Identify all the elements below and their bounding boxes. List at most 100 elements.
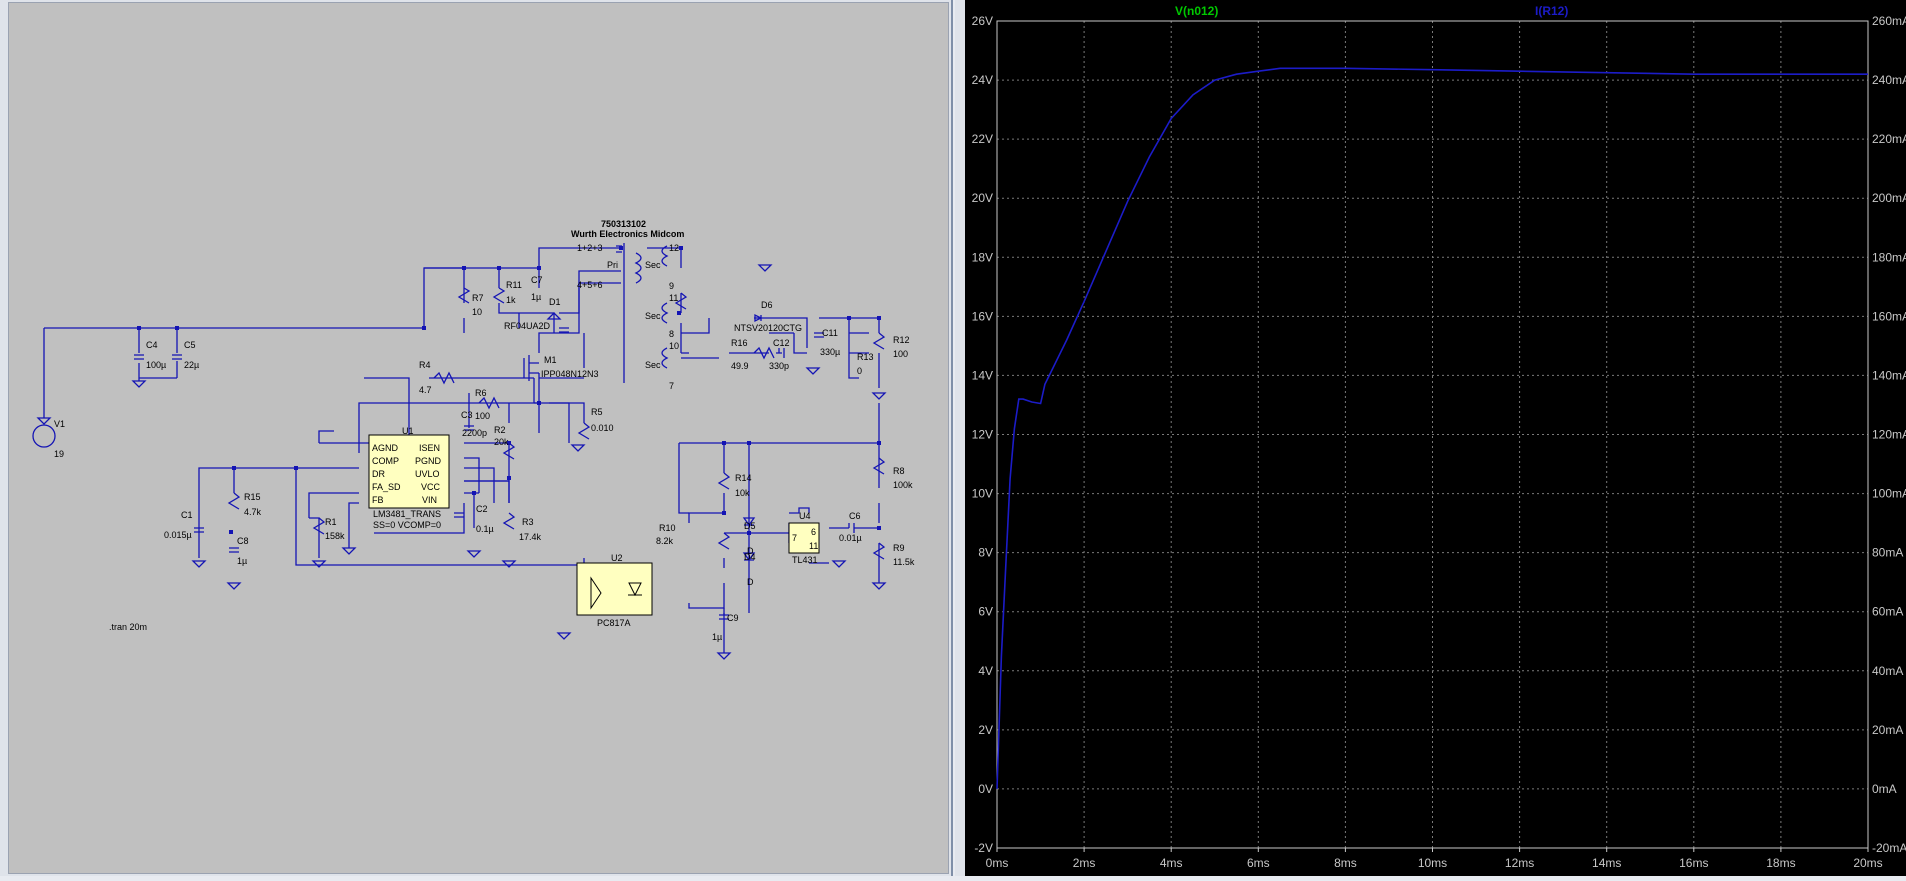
x-tick-label: 10ms (1418, 856, 1447, 870)
y-left-tick-label: 0V (978, 782, 993, 796)
y-left-tick-label: 24V (972, 73, 993, 87)
x-tick-label: 0ms (986, 856, 1009, 870)
u1-label: U1 (402, 426, 414, 436)
c1-value: 0.015µ (164, 530, 192, 540)
junctions (137, 246, 881, 535)
x-tick-label: 2ms (1073, 856, 1096, 870)
xfmr-pin-9: 9 (669, 281, 674, 291)
u1-pin-vcc: VCC (421, 482, 441, 492)
y-left-tick-label: 8V (978, 546, 993, 560)
y-right-tick-label: 180mA (1872, 250, 1906, 264)
schematic-canvas[interactable]: 750313102 Wurth Electronics Midcom 1+2+3… (8, 2, 949, 874)
c9-value: 1µ (712, 632, 722, 642)
y-left-tick-label: 6V (978, 605, 993, 619)
u2-label: U2 (611, 553, 623, 563)
y-left-tick-label: 2V (978, 723, 993, 737)
y-left-tick-label: 10V (972, 487, 993, 501)
c7-label: C7 (531, 275, 543, 285)
trace-line (996, 67, 1868, 789)
c3-value: 2200p (462, 428, 487, 438)
c11-value: 330µ (820, 347, 840, 357)
r6-label: R6 (475, 388, 487, 398)
c4-value: 100µ (146, 360, 166, 370)
trace-name-ir12[interactable]: I(R12) (1535, 4, 1568, 18)
r1-label: R1 (325, 517, 337, 527)
d4-label: D4 (744, 552, 756, 562)
y-right-tick-label: -20mA (1872, 841, 1906, 855)
y-right-tick-label: 20mA (1872, 723, 1903, 737)
u1-params: SS=0 VCOMP=0 (373, 520, 441, 530)
xfmr-sec2: Sec (645, 311, 661, 321)
d1-value: RF04UA2D (504, 321, 551, 331)
c7-value: 1µ (531, 292, 541, 302)
u4-pin-7: 7 (792, 533, 797, 543)
r3-label: R3 (522, 517, 534, 527)
r13-label: R13 (857, 352, 874, 362)
y-right-tick-label: 80mA (1872, 546, 1903, 560)
component-bodies (32, 243, 886, 620)
u1-pin-fasd: FA_SD (372, 482, 401, 492)
r12-value: 100 (893, 349, 908, 359)
c9-label: C9 (727, 613, 739, 623)
u4-label: U4 (799, 511, 811, 521)
y-right-tick-label: 220mA (1872, 132, 1906, 146)
r12-label: R12 (893, 335, 910, 345)
xfmr-pin-10: 10 (669, 341, 679, 351)
y-right-tick-label: 240mA (1872, 73, 1906, 87)
c12-label: C12 (773, 338, 790, 348)
r14-value: 10k (735, 488, 750, 498)
c6-value: 0.01µ (839, 533, 862, 543)
c5-label: C5 (184, 340, 196, 350)
r2-label: R2 (494, 425, 506, 435)
xfmr-part: 750313102 (601, 219, 646, 229)
r4-value: 4.7 (419, 385, 432, 395)
x-tick-label: 12ms (1505, 856, 1534, 870)
u1-pin-dr: DR (372, 469, 385, 479)
c2-label: C2 (476, 504, 488, 514)
xfmr-pri-top: 1+2+3 (577, 243, 603, 253)
y-right-tick-label: 200mA (1872, 191, 1906, 205)
y-right-tick-label: 0mA (1872, 782, 1897, 796)
xfmr-pin-12: 12 (669, 243, 679, 253)
x-tick-label: 8ms (1334, 856, 1357, 870)
u4-pin-11: 11 (809, 541, 818, 551)
r15-label: R15 (244, 492, 261, 502)
d4-value: D (747, 577, 754, 587)
r11-label: R11 (506, 280, 522, 290)
u1-pin-fb: FB (372, 495, 384, 505)
y-right-tick-label: 160mA (1872, 309, 1906, 323)
wires (43, 247, 880, 653)
r9-value: 11.5k (893, 557, 915, 567)
u1-body (368, 434, 450, 509)
v1-label: V1 (54, 419, 65, 429)
x-tick-label: 6ms (1247, 856, 1270, 870)
u1-pin-uvlo: UVLO (415, 469, 440, 479)
d6-value: NTSV20120CTG (734, 323, 802, 333)
y-right-tick-label: 60mA (1872, 605, 1903, 619)
r5-value: 0.010 (591, 423, 614, 433)
m1-value: IPP048N12N3 (541, 369, 599, 379)
d6-label: D6 (761, 300, 773, 310)
xfmr-pin-11: 11 (669, 293, 678, 303)
r16-label: R16 (731, 338, 748, 348)
x-tick-label: 4ms (1160, 856, 1183, 870)
u1-pin-pgnd: PGND (415, 456, 442, 466)
y-right-tick-label: 40mA (1872, 664, 1903, 678)
u4-pin-6: 6 (811, 527, 816, 537)
c3-label: C3 (461, 410, 473, 420)
c6-label: C6 (849, 511, 861, 521)
x-tick-label: 18ms (1766, 856, 1795, 870)
r7-value: 10 (472, 307, 482, 317)
u1-pin-isen: ISEN (419, 443, 440, 453)
u1-pin-comp: COMP (372, 456, 399, 466)
trace-name-vn012[interactable]: V(n012) (1175, 4, 1218, 18)
y-right-tick-label: 120mA (1872, 428, 1906, 442)
u1-pin-agnd: AGND (372, 443, 399, 453)
r5-label: R5 (591, 407, 603, 417)
y-right-tick-label: 100mA (1872, 487, 1906, 501)
r7-label: R7 (472, 293, 484, 303)
y-left-tick-label: 18V (972, 250, 993, 264)
d1-label: D1 (549, 297, 561, 307)
